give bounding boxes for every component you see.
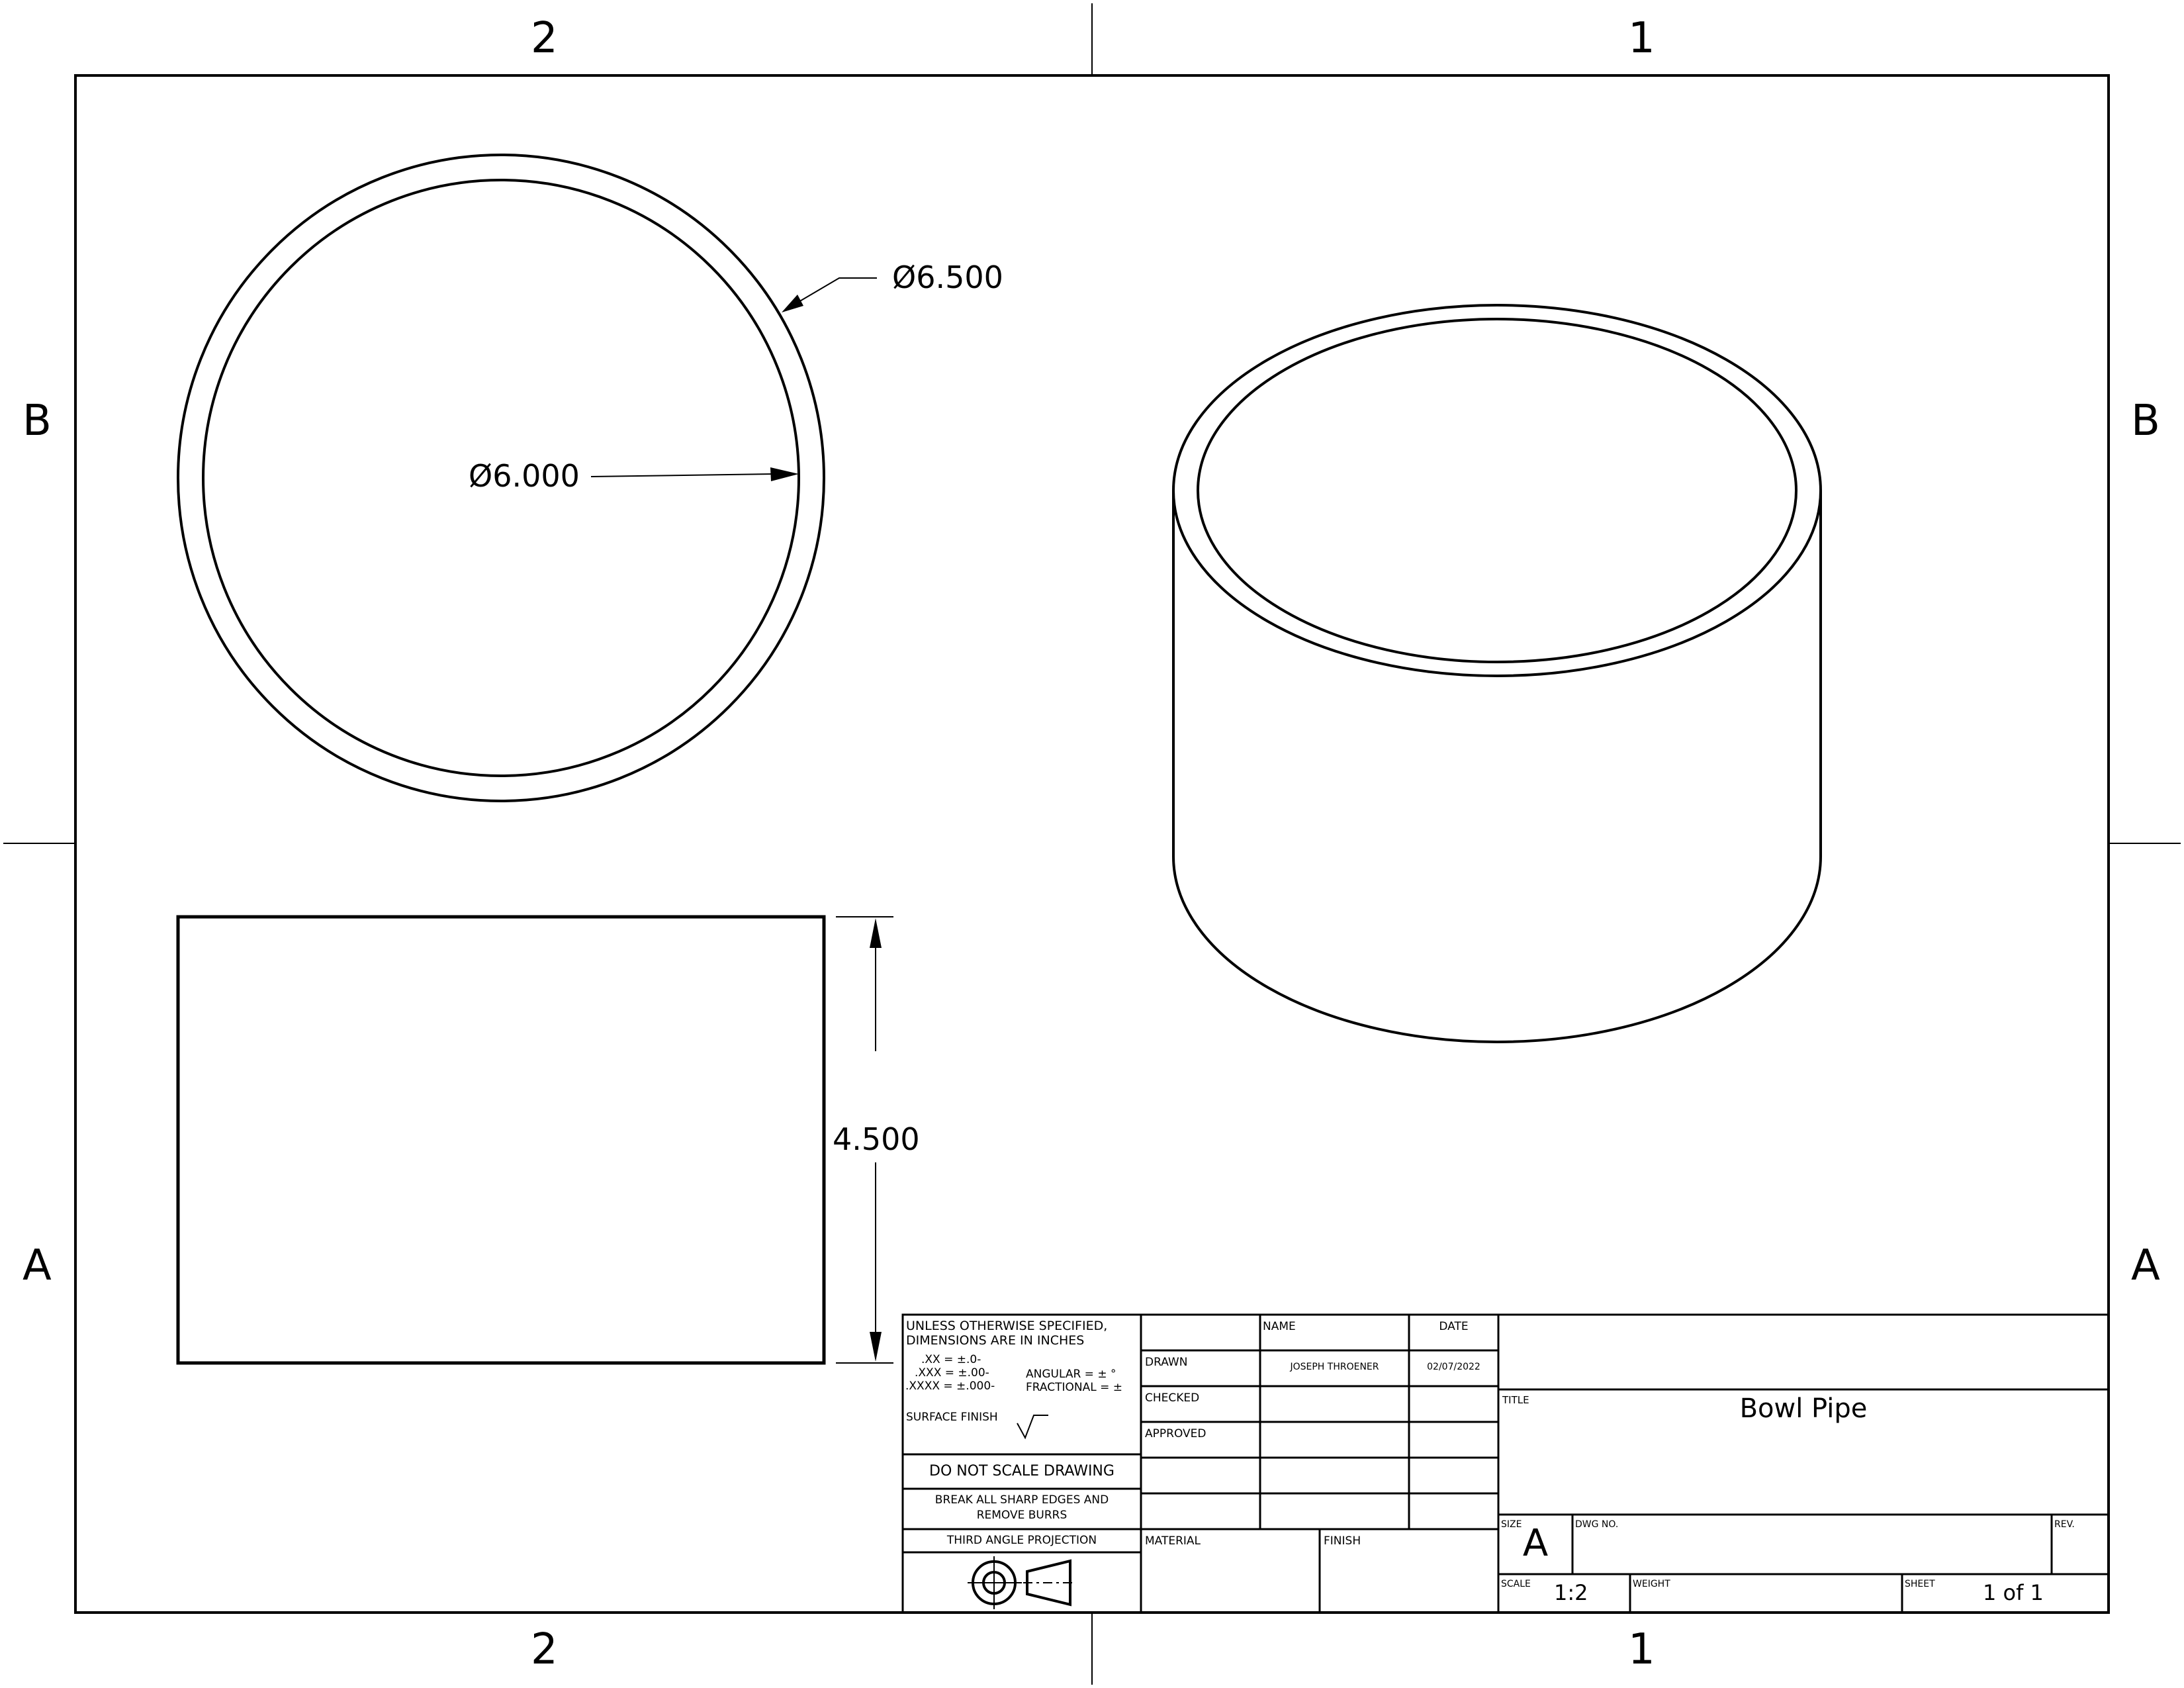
outer-diameter-dimension: Ø6.500 — [892, 259, 1003, 295]
signature-date-drawn[interactable]: 02/07/2022 — [1427, 1362, 1480, 1372]
sheet-size: A — [1522, 1522, 1549, 1565]
third-angle-projection-icon — [968, 1556, 1075, 1609]
inner-diameter-arrowhead — [770, 467, 799, 481]
signature-role-drawn: DRAWN — [1145, 1356, 1188, 1369]
material-label: MATERIAL — [1145, 1534, 1201, 1548]
dwg-no-label: DWG NO. — [1575, 1519, 1619, 1530]
iso-top-inner-ellipse — [1197, 318, 1797, 663]
note-unless-specified: UNLESS OTHERWISE SPECIFIED, — [906, 1319, 1108, 1333]
iso-top-outer-ellipse — [1172, 304, 1822, 677]
outer-diameter-leader — [794, 277, 877, 305]
signature-role-approved: APPROVED — [1145, 1427, 1206, 1440]
sheet-number: 1 of 1 — [1983, 1580, 2044, 1605]
height-dimension: 4.500 — [833, 1121, 920, 1157]
top-view — [177, 154, 877, 802]
title-label: TITLE — [1502, 1394, 1529, 1406]
inner-circle — [202, 179, 800, 777]
dimension-arrow-down — [870, 1332, 882, 1362]
dimension-arrow-up — [870, 918, 882, 948]
zone-row-label-a-right: A — [2131, 1241, 2160, 1290]
tolerance-angular: ANGULAR = ± ° — [1026, 1368, 1116, 1381]
weight-label: WEIGHT — [1633, 1579, 1670, 1589]
tolerance-xx: .XX = ±.0- — [921, 1353, 981, 1366]
do-not-scale-note: DO NOT SCALE DRAWING — [929, 1463, 1115, 1479]
outer-diameter-arrowhead — [782, 295, 803, 312]
isometric-view — [1172, 304, 1822, 1043]
front-view — [176, 915, 893, 1365]
surface-finish-symbol-icon — [1017, 1415, 1048, 1440]
tolerance-fractional: FRACTIONAL = ± — [1026, 1381, 1122, 1394]
zone-column-label-1-top: 1 — [1628, 14, 1655, 63]
finish-label: FINISH — [1324, 1534, 1361, 1548]
iso-bottom-arc — [1172, 856, 1822, 1043]
note-dimensions-inches: DIMENSIONS ARE IN INCHES — [906, 1333, 1085, 1348]
break-edges-note-line1: BREAK ALL SHARP EDGES AND — [934, 1493, 1109, 1507]
tolerance-xxxx: .XXXX = ±.000- — [905, 1380, 995, 1393]
inner-diameter-leader — [590, 473, 775, 477]
title-block-grid — [901, 1313, 2110, 1614]
projection-label: THIRD ANGLE PROJECTION — [946, 1534, 1097, 1547]
zone-column-label-2-bottom: 2 — [531, 1625, 558, 1674]
inner-diameter-dimension: Ø6.000 — [469, 458, 580, 494]
zone-column-label-2-top: 2 — [531, 14, 558, 63]
rev-label: REV. — [2054, 1519, 2075, 1530]
signature-name-drawn[interactable]: JOSEPH THROENER — [1290, 1362, 1379, 1372]
surface-finish-label: SURFACE FINISH — [906, 1411, 998, 1424]
signature-role-checked: CHECKED — [1145, 1391, 1200, 1405]
zone-row-label-a-left: A — [23, 1241, 52, 1290]
scale-value: 1:2 — [1554, 1580, 1588, 1605]
drawing-title[interactable]: Bowl Pipe — [1739, 1393, 1868, 1424]
signature-header-date: DATE — [1439, 1320, 1469, 1333]
scale-label: SCALE — [1501, 1579, 1531, 1589]
zone-ticks — [3, 3, 2181, 1685]
zone-column-label-1-bottom: 1 — [1628, 1625, 1655, 1674]
tolerance-xxx: .XXX = ±.00- — [915, 1366, 989, 1380]
sheet-label: SHEET — [1905, 1579, 1935, 1589]
size-label: SIZE — [1501, 1519, 1522, 1530]
break-edges-note-line2: REMOVE BURRS — [976, 1509, 1068, 1522]
signature-header-name: NAME — [1263, 1320, 1296, 1333]
zone-row-label-b-left: B — [23, 397, 52, 445]
outer-circle — [177, 154, 825, 802]
front-view-outline — [176, 915, 826, 1365]
zone-row-label-b-right: B — [2131, 397, 2160, 445]
